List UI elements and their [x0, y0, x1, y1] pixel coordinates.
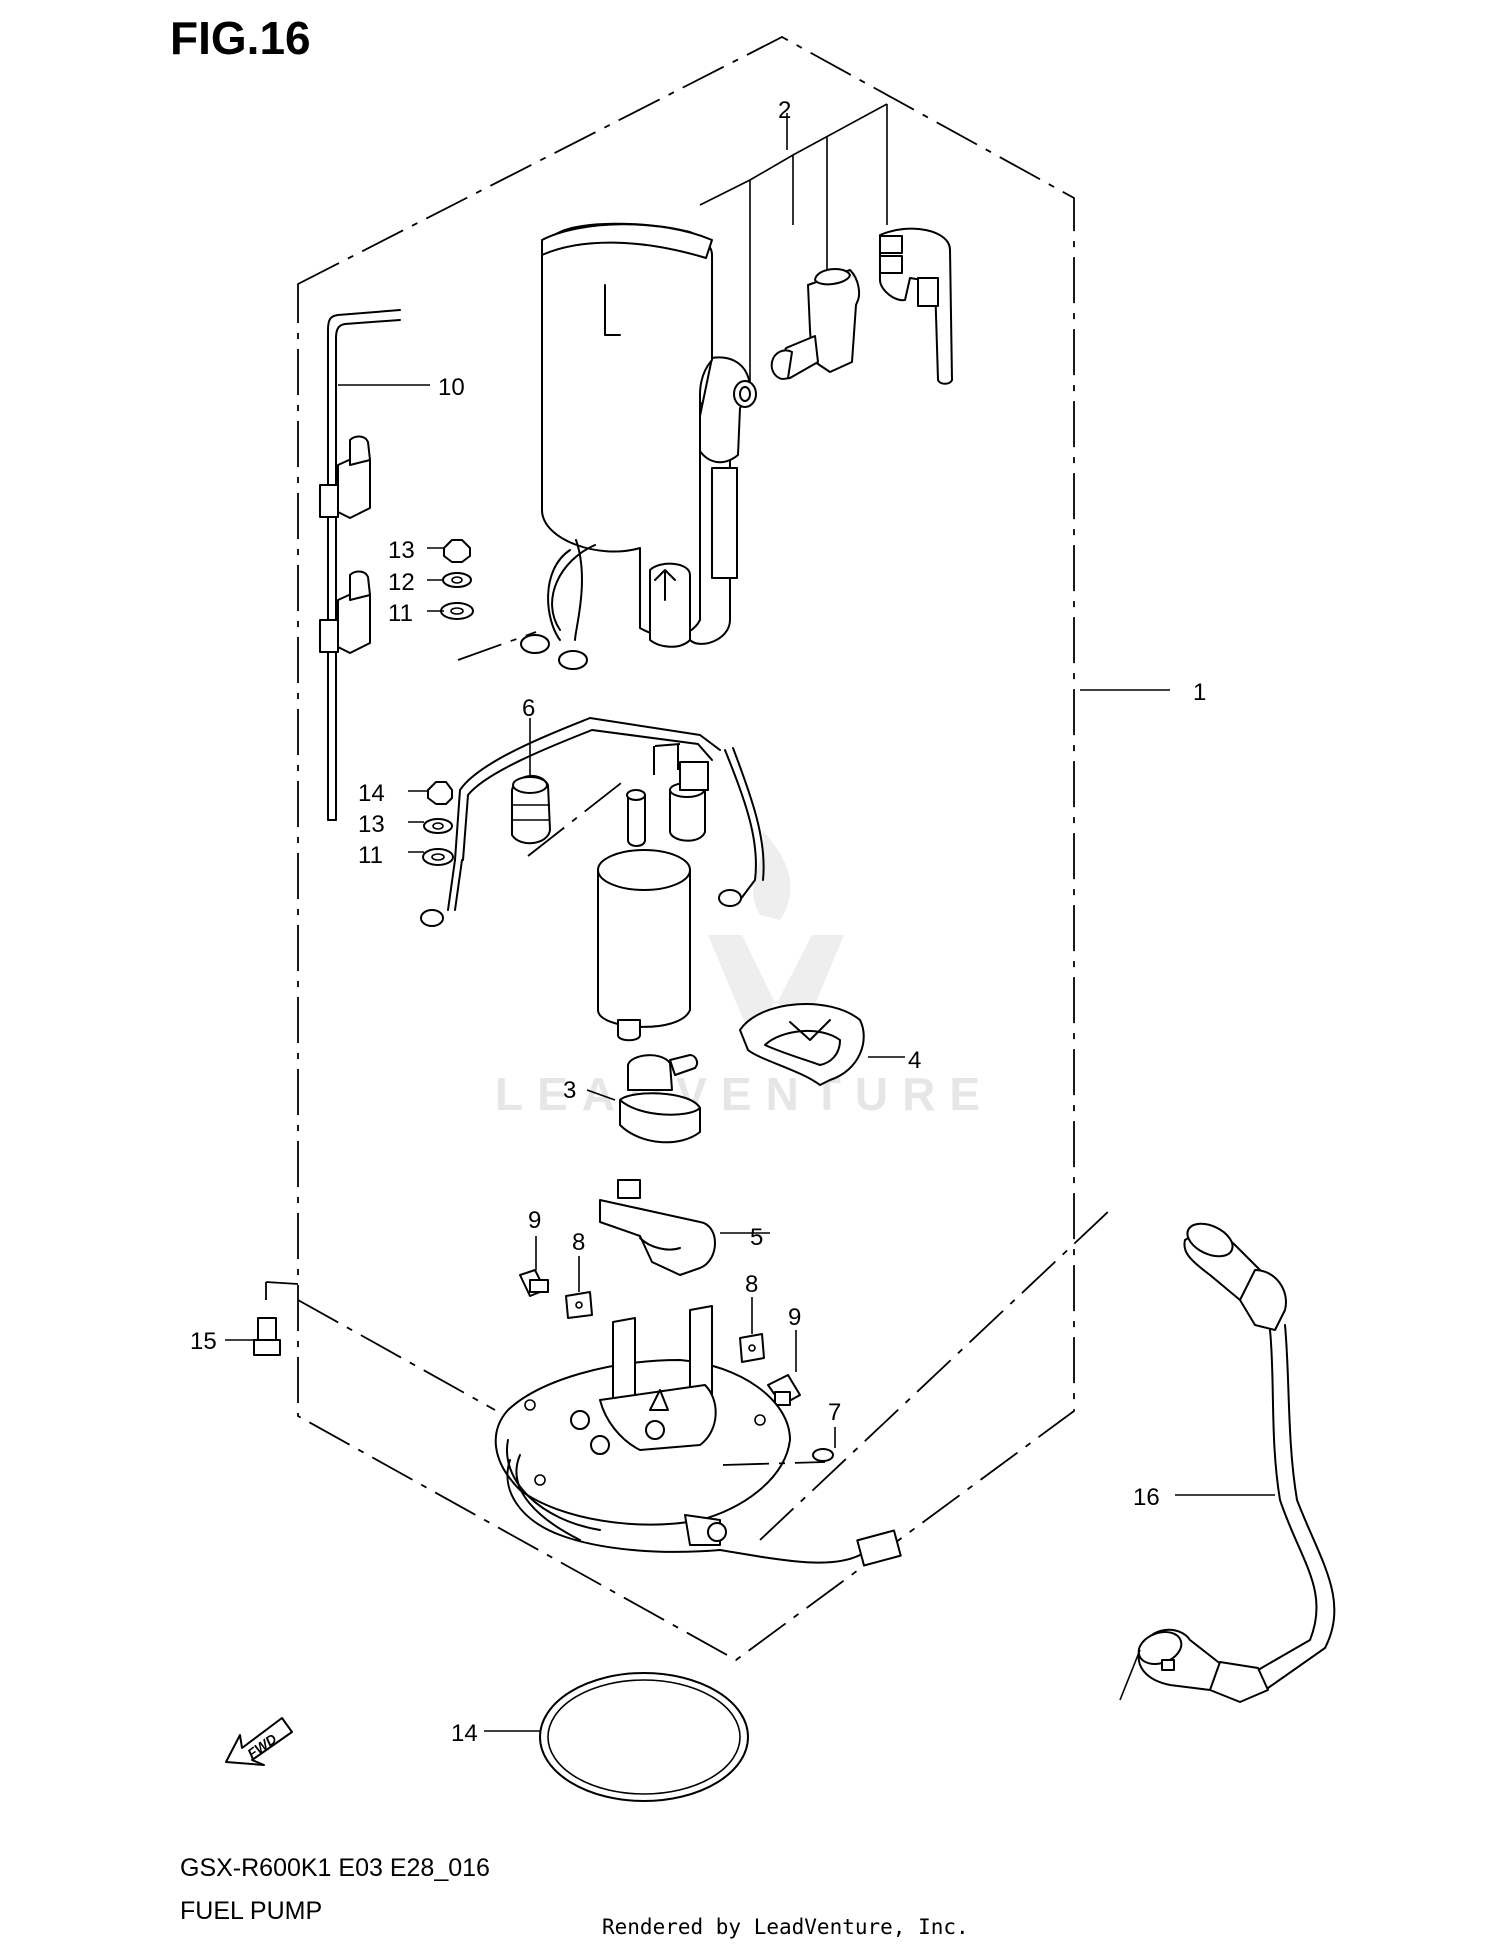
callout-5: 5 — [750, 1224, 763, 1251]
callout-13-upper: 13 — [388, 537, 415, 564]
part-2-regulator-group — [699, 103, 953, 408]
callout-3: 3 — [563, 1077, 576, 1104]
section-title: FUEL PUMP — [180, 1897, 322, 1925]
part-5-bracket — [599, 1179, 716, 1276]
callout-2: 2 — [778, 97, 791, 124]
callout-11-middle: 11 — [358, 842, 383, 869]
callout-9-left: 9 — [528, 1207, 541, 1234]
callout-12-upper: 12 — [388, 569, 415, 596]
part-16-fuel-hose — [1119, 1222, 1336, 1703]
callout-7: 7 — [828, 1399, 841, 1426]
part-10-hose — [319, 309, 401, 821]
callout-11-upper: 11 — [388, 600, 413, 627]
fuel-tank-housing — [541, 222, 751, 648]
pump-base-plate — [494, 1209, 1111, 1567]
callout-8-left: 8 — [572, 1229, 585, 1256]
middle-hardware — [422, 781, 454, 866]
callout-4: 4 — [908, 1047, 921, 1074]
callout-10: 10 — [438, 374, 465, 401]
callout-1: 1 — [1193, 679, 1206, 706]
callout-13-middle: 14 — [358, 780, 385, 807]
fuel-pump-motor — [420, 717, 765, 1042]
callout-9-right: 9 — [788, 1304, 801, 1331]
upper-hardware — [440, 539, 588, 670]
callout-8-right: 8 — [745, 1271, 758, 1298]
watermark-text: LEADVENTURE — [495, 1068, 994, 1120]
figure-title: FIG.16 — [170, 12, 311, 64]
callout-6: 6 — [522, 695, 535, 722]
model-code: GSX-R600K1 E03 E28_016 — [180, 1854, 490, 1882]
callout-15: 15 — [190, 1328, 217, 1355]
part-6-damper — [511, 775, 626, 857]
screws-and-nuts — [253, 1269, 834, 1462]
part-4-filter — [739, 1003, 865, 1086]
render-credit: Rendered by LeadVenture, Inc. — [602, 1915, 969, 1939]
fwd-arrow-icon: FWD — [225, 1717, 293, 1766]
leader-lines — [225, 113, 1275, 1732]
callouts: 2 10 13 12 11 1 6 14 13 11 4 3 9 5 8 8 9… — [190, 97, 1206, 1747]
callout-14: 14 — [451, 1720, 478, 1747]
part-3-sender — [619, 1054, 701, 1144]
callout-16: 16 — [1133, 1484, 1160, 1511]
part-14-oring — [539, 1672, 749, 1802]
assembly-boundary — [297, 35, 1075, 1662]
callout-12-middle: 13 — [358, 811, 385, 838]
